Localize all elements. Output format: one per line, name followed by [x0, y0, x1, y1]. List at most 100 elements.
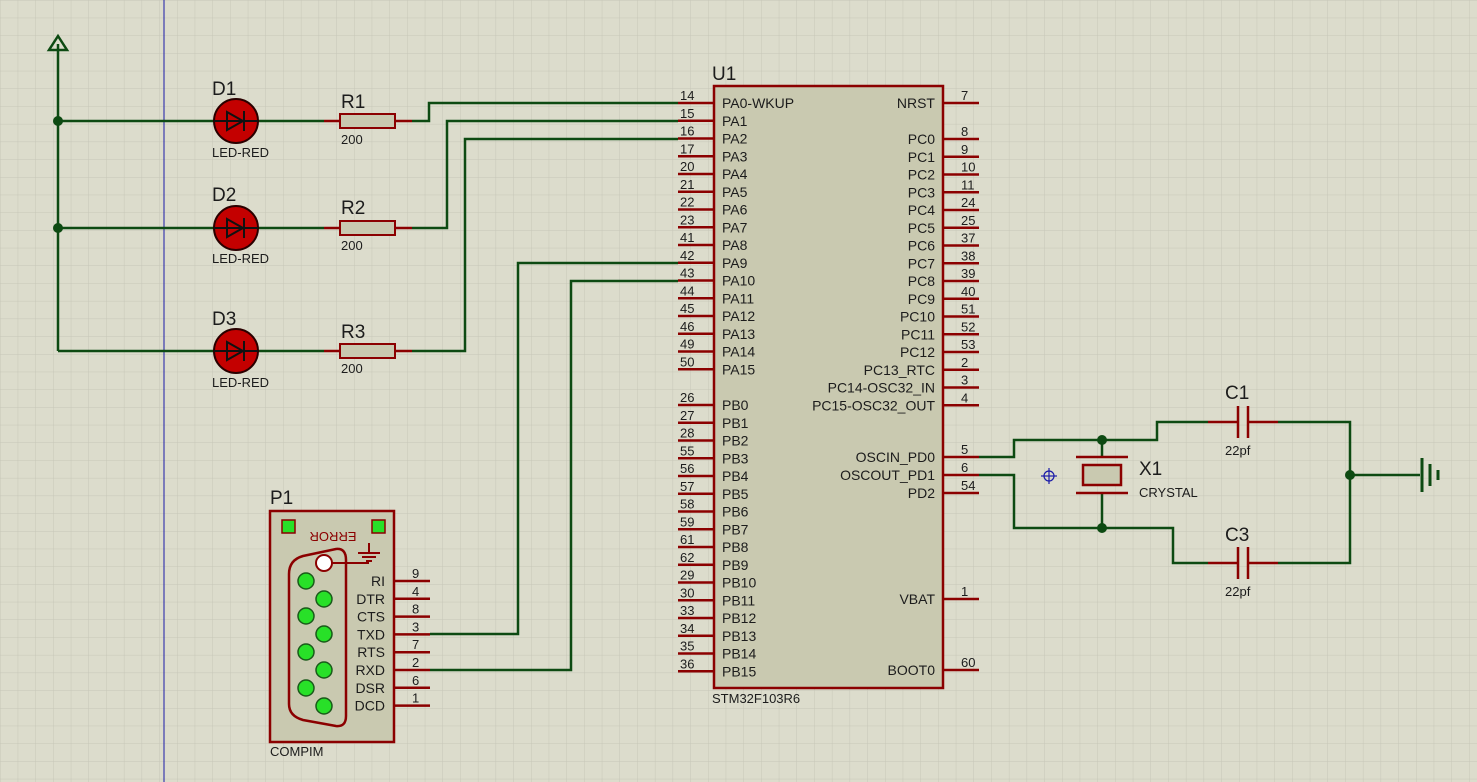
oscout-wire[interactable]	[979, 473, 1208, 565]
mcu-pin-number: 58	[680, 497, 694, 512]
oscin-wire[interactable]	[979, 420, 1208, 459]
txd-pa9-wire[interactable]	[430, 261, 678, 636]
resistor-r2[interactable]	[324, 220, 412, 236]
mcu-pin-number: 8	[961, 124, 968, 139]
capacitor-value-label: 22pf	[1225, 584, 1251, 599]
led-d1[interactable]	[213, 98, 259, 144]
mcu-pin-number: 40	[961, 284, 975, 299]
capacitor-c3[interactable]	[1208, 547, 1278, 579]
led-d2[interactable]	[213, 205, 259, 251]
mcu-pin-name: PC8	[908, 273, 935, 289]
crystal-x1[interactable]: X1 CRYSTAL	[1076, 455, 1198, 500]
resistor-r1[interactable]	[324, 113, 412, 129]
mcu-body[interactable]	[712, 84, 945, 690]
junction-dot	[53, 223, 63, 233]
connector-ref-label: P1	[270, 488, 293, 509]
error-label: ERROR	[310, 529, 357, 544]
mcu-pin-number: 23	[680, 212, 694, 227]
mcu-pin-number: 16	[680, 124, 694, 139]
connector-pin[interactable]: 9RI	[371, 566, 430, 589]
connector-p1[interactable]: P1 COMPIM ERROR 9RI4DTR8CTS3TXD7RTS2RXD6…	[268, 488, 430, 759]
cap-ground-wire[interactable]	[1278, 420, 1352, 565]
power-terminal-icon[interactable]	[46, 33, 70, 52]
mcu-pin-number: 11	[961, 177, 975, 192]
capacitor-c1[interactable]	[1208, 406, 1278, 438]
r3-pa2-wire[interactable]	[412, 137, 678, 353]
r1-pa0-wire[interactable]	[412, 101, 678, 123]
ground-terminal-icon[interactable]	[1420, 458, 1440, 492]
mcu-pin-number: 57	[680, 479, 694, 494]
rxd-pa10-wire[interactable]	[430, 279, 678, 672]
mcu-pin-number: 41	[680, 230, 694, 245]
r2-pa1-wire[interactable]	[412, 119, 678, 230]
resistor-value-label: 200	[341, 238, 363, 253]
led-d3[interactable]	[213, 328, 259, 374]
resistor-r3[interactable]	[324, 343, 412, 359]
mcu-pin-name: PA10	[722, 273, 755, 289]
